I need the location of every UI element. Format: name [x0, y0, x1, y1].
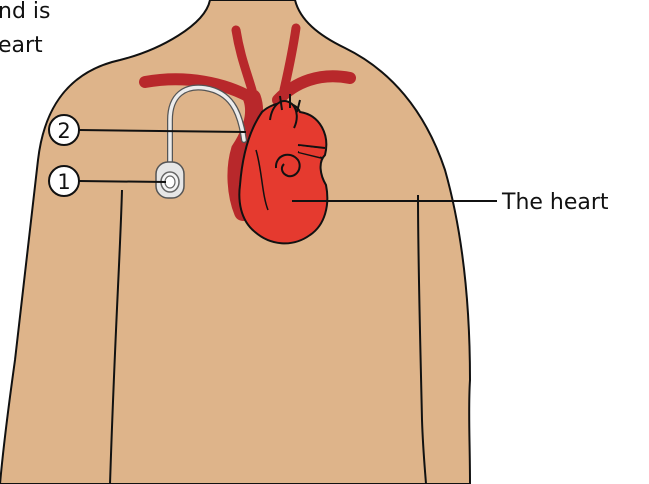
torso: [0, 0, 470, 484]
callout-2-number: 2: [57, 119, 70, 143]
callout-1-number: 1: [57, 170, 70, 194]
partial-text-line1: nd is: [0, 0, 50, 24]
callout-1-leader: [79, 181, 166, 182]
port-device: [156, 162, 184, 198]
heart-label: The heart: [501, 190, 609, 215]
partial-text-line2: eart: [0, 33, 43, 58]
